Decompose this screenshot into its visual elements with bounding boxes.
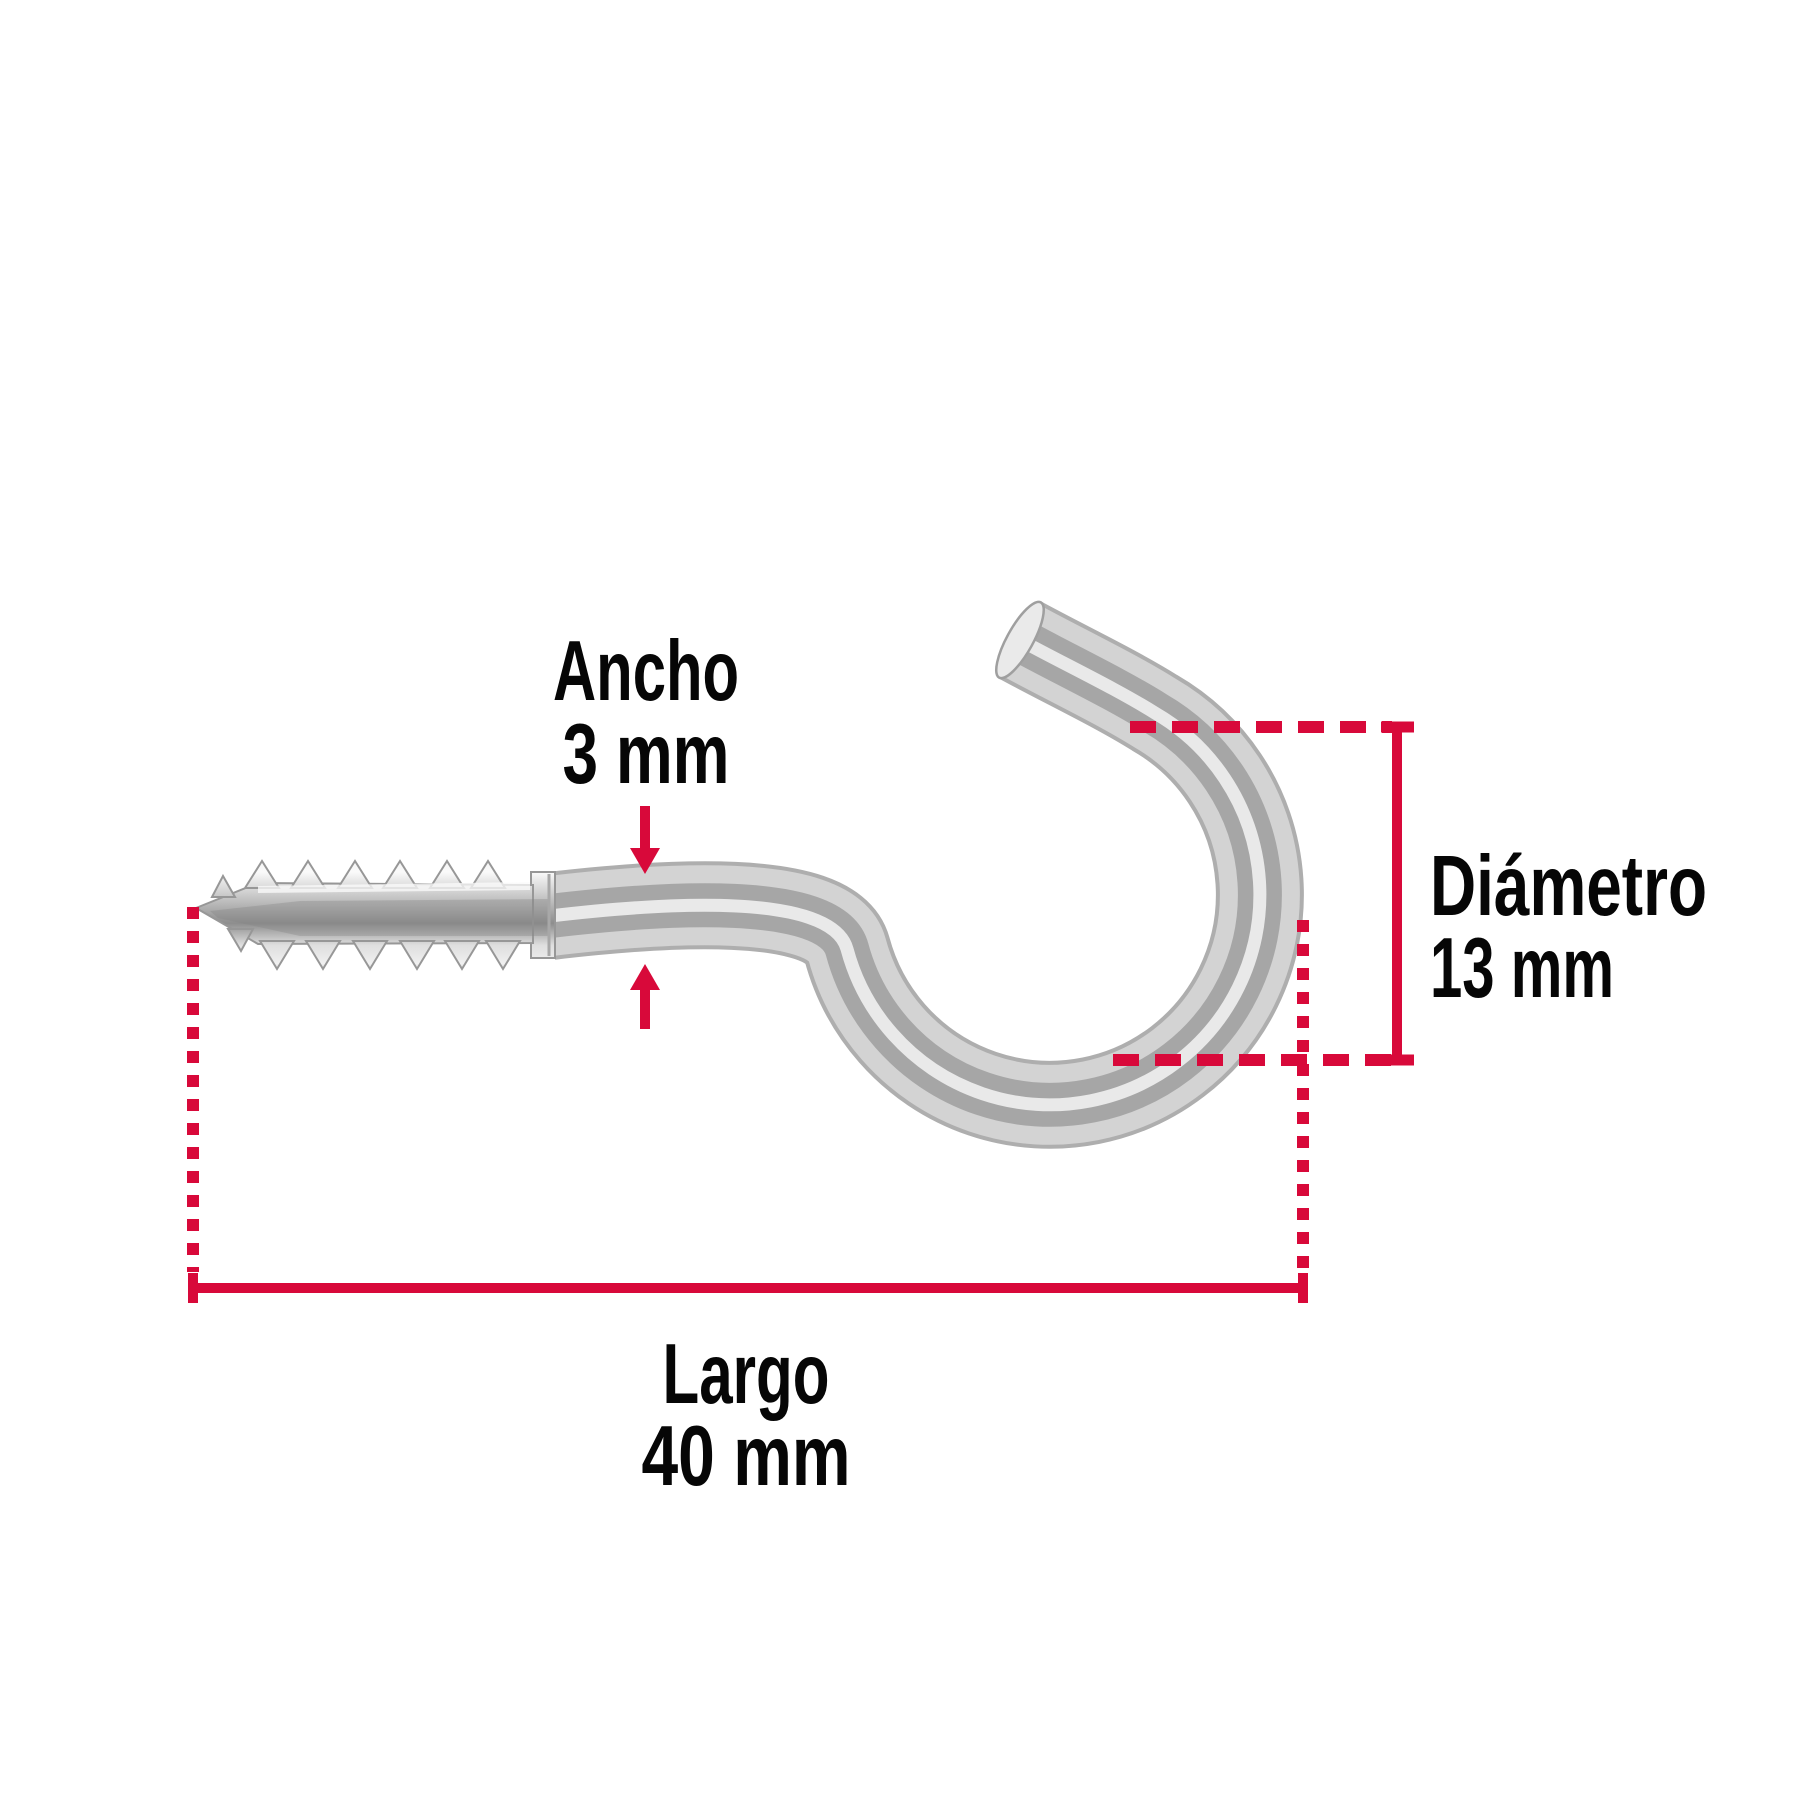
diameter-label: Diámetro [1430,839,1707,934]
screw-core-highlight [258,882,530,893]
width-label: Ancho [553,624,739,719]
screw-collar [530,871,556,959]
diameter-value: 13 mm [1430,921,1614,1016]
length-value: 40 mm [642,1409,851,1504]
width-arrow-up-icon [630,964,660,1029]
length-label: Largo [663,1327,830,1422]
dimension-lines [187,721,1414,1303]
screw-thread [193,859,556,971]
width-value: 3 mm [563,707,730,802]
screw-core-shadow-band [210,899,548,936]
dimension-labels: Ancho 3 mm Diámetro 13 mm Largo 40 mm [553,624,1707,1504]
width-arrow-down-icon [630,806,660,874]
hook-tip-cut-face [995,600,1045,680]
